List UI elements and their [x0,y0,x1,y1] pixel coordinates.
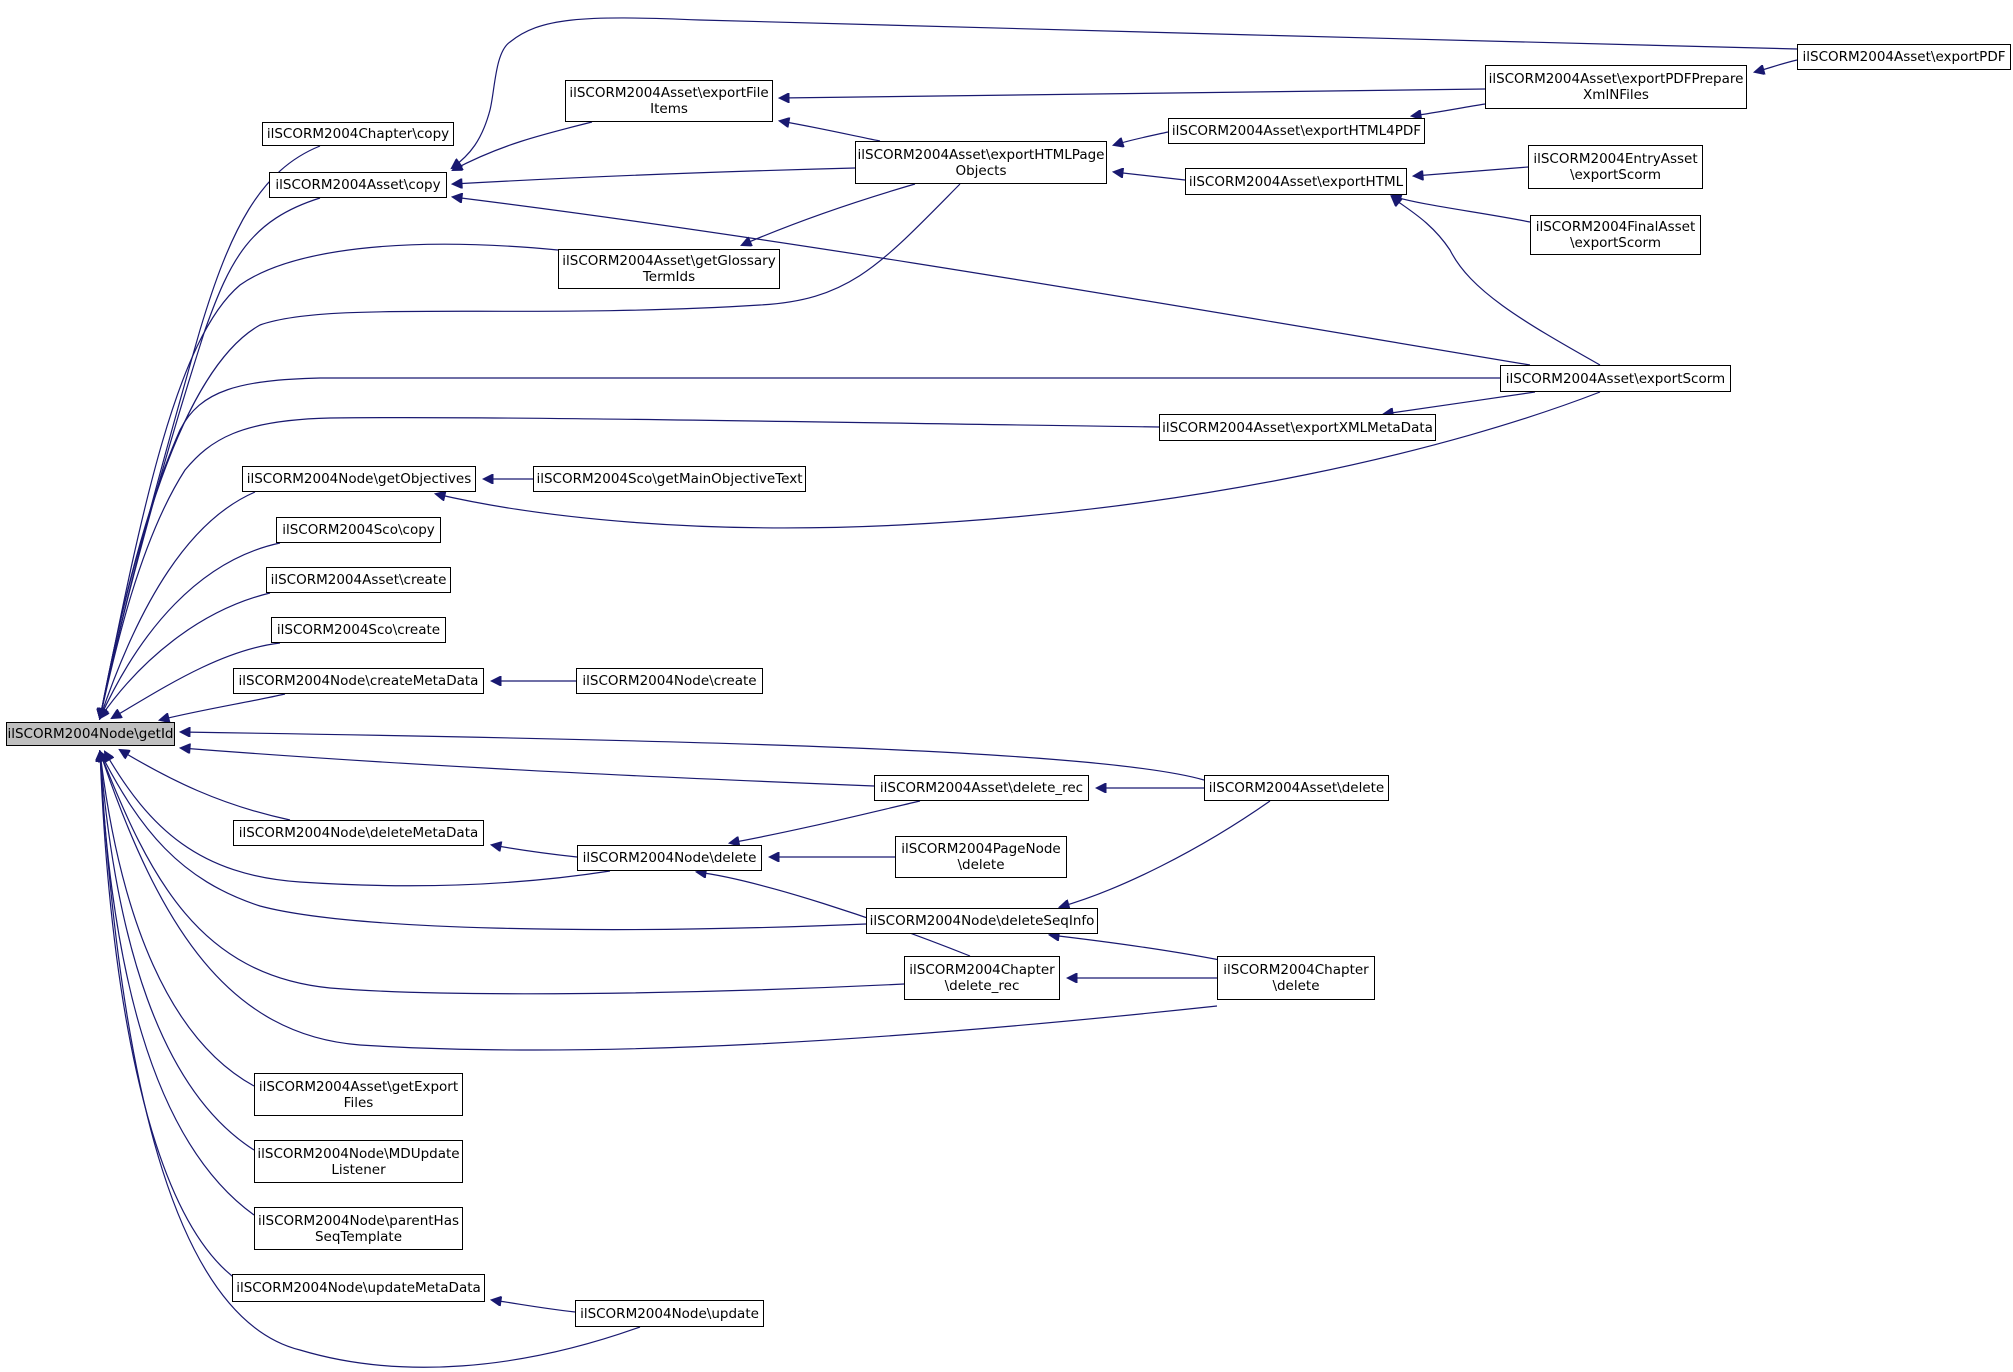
edge-export-html-page-to-asset-copy [453,167,856,184]
edge-asset-delete-to-getid [181,732,1205,781]
node-sco-create[interactable]: ilSCORM2004Sco\create [271,617,446,643]
edge-export-html-page-to-getid [100,183,961,718]
node-asset-delete[interactable]: ilSCORM2004Asset\delete [1204,775,1389,801]
node-update-meta[interactable]: ilSCORM2004Node\updateMetaData [232,1274,485,1302]
edge-export-xml-meta-to-getid [100,417,1160,718]
edge-node-delete-to-delete-meta [492,845,578,858]
edge-asset-export-scorm-to-export-html [1392,197,1601,366]
node-asset-copy[interactable]: ilSCORM2004Asset\copy [269,172,447,198]
node-asset-create[interactable]: ilSCORM2004Asset\create [266,567,451,593]
edge-export-html-page-to-export-file-items [780,121,881,142]
edge-asset-delete-to-delete-seq [1060,800,1271,907]
edge-sco-create-to-getid [112,642,281,718]
edge-export-html-page-to-get-glossary [742,183,916,245]
edge-chapter-delete-to-delete-seq [1050,935,1231,963]
edge-asset-export-scorm-to-getid [100,377,1500,718]
edge-parent-has-seq-to-getid [100,752,255,1216]
edge-delete-seq-to-getid [100,752,867,931]
node-export-html4pdf[interactable]: ilSCORM2004Asset\exportHTML4PDF [1168,118,1425,144]
edge-chapter-delete-to-getid [100,752,1218,1051]
node-delete-seq[interactable]: ilSCORM2004Node\deleteSeqInfo [866,908,1098,934]
edge-chapter-delete-rec-to-node-delete [697,872,971,957]
edge-export-pdf-to-asset-copy [452,17,1798,168]
edge-update-meta-to-getid [100,752,241,1283]
edge-get-export-files-to-getid [100,752,255,1087]
node-node-update[interactable]: ilSCORM2004Node\update [575,1300,764,1327]
node-export-pdf-prepare[interactable]: ilSCORM2004Asset\exportPDFPrepare XmlNFi… [1485,65,1747,109]
edge-asset-export-scorm-to-asset-copy [453,197,1531,366]
edge-create-meta-to-getid [160,693,286,720]
node-final-export[interactable]: ilSCORM2004FinalAsset \exportScorm [1530,215,1701,255]
node-asset-export-scorm[interactable]: ilSCORM2004Asset\exportScorm [1500,365,1731,392]
edge-md-update-to-getid [100,752,255,1151]
edge-sco-copy-to-getid [100,542,281,718]
node-parent-has-seq[interactable]: ilSCORM2004Node\parentHas SeqTemplate [254,1207,463,1250]
edge-node-delete-to-getid [105,752,611,887]
edge-asset-copy-to-getid [100,197,321,718]
edge-export-pdf-prepare-to-export-file-items [780,88,1486,98]
edge-export-html-to-export-html-page [1114,172,1186,181]
node-entry-export[interactable]: ilSCORM2004EntryAsset \exportScorm [1528,145,1703,189]
edge-get-glossary-to-getid [100,243,559,718]
node-get-glossary[interactable]: ilSCORM2004Asset\getGlossary TermIds [558,249,780,289]
node-export-file-items[interactable]: ilSCORM2004Asset\exportFile Items [565,80,773,122]
node-sco-copy[interactable]: ilSCORM2004Sco\copy [276,517,441,543]
edge-asset-export-scorm-to-export-xml-meta [1384,391,1536,414]
edge-final-export-to-export-html [1392,196,1531,223]
node-node-delete[interactable]: ilSCORM2004Node\delete [577,845,762,871]
edge-asset-delete-rec-to-getid [181,748,875,787]
node-sco-get-main-obj[interactable]: ilSCORM2004Sco\getMainObjectiveText [533,466,806,492]
node-create-meta[interactable]: ilSCORM2004Node\createMetaData [233,668,484,694]
edge-export-pdf-to-export-pdf-prepare [1755,59,1798,72]
node-getid[interactable]: ilSCORM2004Node\getId [6,722,175,746]
edge-get-objectives-to-getid [100,491,256,718]
edge-node-update-to-getid [100,752,641,1368]
node-node-create[interactable]: ilSCORM2004Node\create [576,668,763,694]
edge-entry-export-to-export-html [1414,166,1529,176]
edge-asset-export-scorm-to-get-objectives [436,391,1601,529]
edge-asset-delete-rec-to-node-delete [730,800,921,843]
edge-export-html4pdf-to-export-html-page [1114,131,1169,145]
node-export-html-page[interactable]: ilSCORM2004Asset\exportHTMLPage Objects [855,141,1107,184]
node-chapter-delete-rec[interactable]: ilSCORM2004Chapter \delete_rec [904,956,1060,1000]
node-asset-delete-rec[interactable]: ilSCORM2004Asset\delete_rec [874,775,1089,801]
edge-asset-create-to-getid [100,592,271,718]
edge-delete-meta-to-getid [120,750,291,821]
node-get-export-files[interactable]: ilSCORM2004Asset\getExport Files [254,1073,463,1116]
node-export-pdf[interactable]: ilSCORM2004Asset\exportPDF [1797,44,2011,70]
edge-chapter-delete-rec-to-getid [100,752,905,995]
node-chapter-delete[interactable]: ilSCORM2004Chapter \delete [1217,956,1375,1000]
edge-export-file-items-to-asset-copy [453,121,593,170]
node-get-objectives[interactable]: ilSCORM2004Node\getObjectives [242,466,476,492]
node-md-update[interactable]: ilSCORM2004Node\MDUpdate Listener [254,1140,463,1183]
node-chapter-copy[interactable]: ilSCORM2004Chapter\copy [262,122,454,146]
edge-export-pdf-prepare-to-export-html4pdf [1412,103,1486,116]
node-export-html[interactable]: ilSCORM2004Asset\exportHTML [1185,168,1407,195]
node-delete-meta[interactable]: ilSCORM2004Node\deleteMetaData [233,820,484,846]
edge-node-update-to-update-meta [492,1300,576,1313]
node-export-xml-meta[interactable]: ilSCORM2004Asset\exportXMLMetaData [1159,414,1436,441]
node-page-delete[interactable]: ilSCORM2004PageNode \delete [895,836,1067,878]
